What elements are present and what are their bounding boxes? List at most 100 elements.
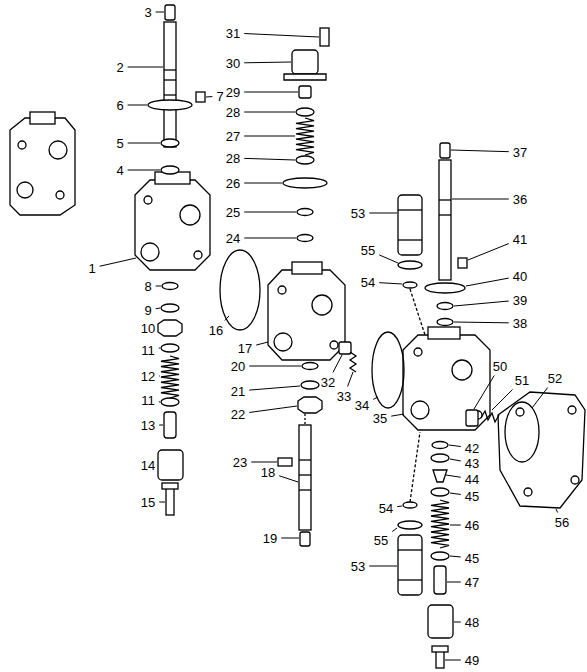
spring bbox=[481, 411, 499, 422]
o-ring bbox=[372, 332, 404, 408]
spring bbox=[350, 352, 356, 372]
leader-line bbox=[468, 244, 509, 260]
callout-number: 12 bbox=[140, 370, 156, 383]
leader-line bbox=[281, 538, 299, 539]
callout-number: 20 bbox=[230, 360, 246, 373]
leader-line bbox=[447, 582, 461, 583]
leader-line bbox=[244, 62, 291, 64]
callout-number: 1 bbox=[87, 262, 96, 275]
leader-line bbox=[369, 213, 397, 214]
callout-number: 9 bbox=[143, 304, 152, 317]
leader-line bbox=[454, 622, 461, 623]
leader-line bbox=[249, 386, 300, 390]
leader-line bbox=[532, 388, 548, 409]
callout-number: 44 bbox=[464, 473, 480, 486]
callout-number: 15 bbox=[140, 496, 156, 509]
callout-number: 49 bbox=[464, 654, 480, 667]
callout-number: 36 bbox=[512, 193, 528, 206]
callout-number: 25 bbox=[225, 206, 241, 219]
leader-line bbox=[333, 355, 342, 373]
leader-line bbox=[450, 556, 461, 558]
callout-number: 37 bbox=[512, 146, 528, 159]
leader-line bbox=[451, 150, 509, 152]
leader-line bbox=[244, 112, 295, 113]
leader-line bbox=[128, 170, 160, 171]
callout-number: 50 bbox=[492, 360, 508, 373]
callout-number: 23 bbox=[232, 456, 248, 469]
callout-number: 40 bbox=[512, 270, 528, 283]
leader-line bbox=[454, 301, 509, 306]
callout-number: 39 bbox=[512, 294, 528, 307]
leader-line bbox=[249, 366, 301, 367]
callout-number: 6 bbox=[115, 99, 124, 112]
callout-number: 34 bbox=[354, 399, 370, 412]
leader-line bbox=[100, 258, 136, 266]
o-ring bbox=[505, 402, 539, 462]
valve-housing bbox=[10, 112, 75, 215]
leader-line bbox=[379, 255, 398, 263]
leader-line bbox=[373, 397, 378, 399]
leader-line bbox=[159, 401, 160, 402]
leader-line bbox=[450, 493, 461, 494]
leader-line bbox=[474, 376, 494, 410]
callout-number: 5 bbox=[115, 137, 124, 150]
callout-number: 43 bbox=[464, 457, 480, 470]
callout-number: 27 bbox=[225, 130, 241, 143]
leader-line bbox=[492, 390, 513, 411]
callout-number: 19 bbox=[262, 532, 278, 545]
leader-line bbox=[348, 372, 353, 387]
callout-number: 18 bbox=[260, 466, 276, 479]
leader-line bbox=[449, 445, 461, 447]
leader-line bbox=[244, 238, 296, 239]
leader-line bbox=[206, 96, 212, 97]
leader-line bbox=[556, 509, 558, 513]
leader-line bbox=[156, 12, 164, 13]
callout-number: 53 bbox=[350, 560, 366, 573]
o-ring bbox=[220, 250, 260, 330]
end-cover bbox=[498, 392, 585, 508]
leader-line bbox=[244, 34, 319, 37]
callout-number: 35 bbox=[372, 412, 388, 425]
callout-number: 26 bbox=[225, 177, 241, 190]
callout-number: 2 bbox=[115, 61, 124, 74]
leader-line bbox=[244, 212, 296, 213]
leader-line bbox=[159, 376, 161, 377]
leader-line bbox=[244, 92, 298, 93]
spring bbox=[161, 356, 179, 398]
leader-line bbox=[392, 528, 397, 532]
callout-number: 4 bbox=[115, 164, 124, 177]
spool-assembly bbox=[148, 5, 205, 515]
callout-number: 14 bbox=[140, 459, 156, 472]
callout-number: 51 bbox=[514, 374, 530, 387]
callout-number: 8 bbox=[143, 280, 152, 293]
callout-number: 21 bbox=[230, 385, 246, 398]
callout-number: 55 bbox=[373, 534, 389, 547]
callout-number: 10 bbox=[140, 322, 156, 335]
leader-line bbox=[159, 348, 160, 349]
valve-housing bbox=[403, 327, 490, 430]
leader-line bbox=[466, 278, 509, 286]
callout-number: 32 bbox=[320, 376, 336, 389]
callout-number: 28 bbox=[225, 152, 241, 165]
leader-line bbox=[156, 308, 160, 310]
callout-number: 30 bbox=[225, 57, 241, 70]
callout-number: 42 bbox=[464, 442, 480, 455]
callout-number: 22 bbox=[230, 408, 246, 421]
spring bbox=[296, 118, 314, 155]
spring bbox=[431, 500, 449, 548]
leader-line bbox=[128, 67, 163, 68]
leader-line bbox=[249, 406, 297, 412]
callout-number: 45 bbox=[464, 552, 480, 565]
callout-number: 52 bbox=[547, 372, 563, 385]
callout-number: 53 bbox=[350, 207, 366, 220]
callout-number: 45 bbox=[464, 490, 480, 503]
spring-set bbox=[161, 118, 499, 548]
callout-number: 3 bbox=[143, 6, 152, 19]
callout-number: 7 bbox=[215, 90, 224, 103]
valve-housing bbox=[268, 262, 345, 360]
callout-number: 41 bbox=[512, 233, 528, 246]
callout-number: 54 bbox=[360, 276, 376, 289]
callout-number: 13 bbox=[140, 419, 156, 432]
callout-number: 47 bbox=[464, 576, 480, 589]
